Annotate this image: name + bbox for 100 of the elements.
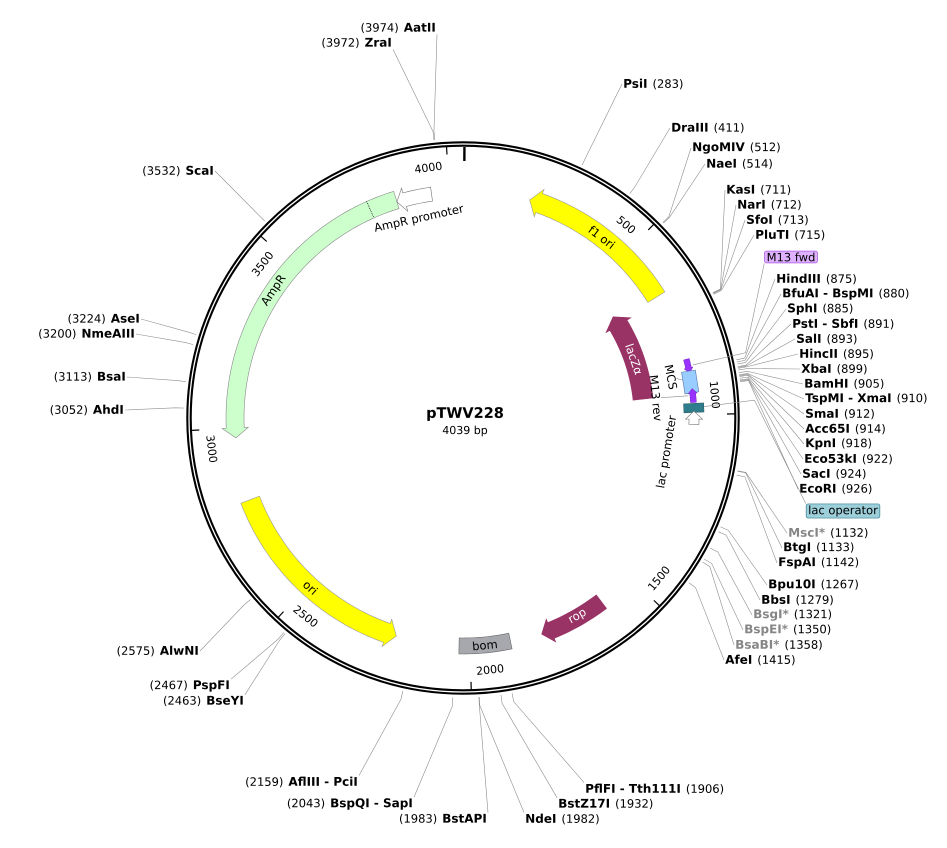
enzyme-label: PluTI (715) [756,230,824,240]
enzyme-label: (1983) BstAPI [400,814,486,824]
feature-label: lac operator [806,504,880,518]
leader-line [392,49,434,140]
enzyme-label: BsaBI* (1358) [736,640,822,650]
enzyme-label: XbaI (899) [801,364,867,374]
enzyme-label: NaeI (514) [707,158,772,170]
enzyme-label: BspEI* (1350) [745,624,830,636]
leader-line [738,338,796,368]
enzyme-label: KasI (711) [727,184,790,196]
leader-line [660,395,689,398]
enzyme-label: HincII (895) [800,348,873,360]
leader-line [736,278,776,360]
enzyme-label: PstI - SbfI (891) [793,318,894,330]
feature-box [681,370,700,394]
tick-label: 2000 [476,664,504,675]
leader-line [136,334,194,345]
tick-label: 500 [616,216,636,233]
enzyme-label: Eco53kI (922) [805,454,892,464]
enzyme-label: NarI (712) [738,200,801,210]
enzyme-label: PflFI - Tth111I (1906) [586,784,724,794]
sequence-length: 4039 bp [442,426,488,436]
enzyme-label: PsiI (283) [624,78,682,90]
enzyme-label: KpnI (918) [806,438,872,450]
leader-line [512,692,584,783]
leader-line [704,558,744,630]
leader-line [738,374,804,414]
leader-line [718,531,760,600]
leader-line [710,548,752,616]
enzyme-label: (3052) AhdI [50,404,123,416]
leader-line [740,380,798,490]
leader-line [712,204,736,294]
enzyme-label: BsgI* (1321) [754,609,832,621]
enzyme-label: (3113) BsaI [54,372,125,382]
leader-line [582,84,622,166]
leader-line [737,470,782,548]
enzyme-label: (2043) BspQI - SapI [288,798,412,810]
enzyme-label: (2575) AlwNI [118,646,198,656]
leader-line [712,220,746,294]
leader-line [676,378,683,380]
enzyme-label: HindIII (875) [777,274,856,284]
enzyme-label: (2463) BseYI [164,696,243,706]
enzyme-label: SphI (885) [788,303,852,315]
enzyme-label: DraIII (411) [672,122,744,134]
enzyme-label: AfeI (1415) [725,654,795,666]
leader-line [214,170,266,222]
enzyme-label: NgoMIV (512) [693,142,780,154]
enzyme-label: (3974) AatII [362,22,435,34]
leader-line [200,599,251,652]
leader-line [712,190,726,294]
enzyme-label: TspMI - XmaI (910) [805,393,927,405]
leader-line [434,34,438,140]
feature-box: bom [458,632,512,654]
leader-line [738,370,804,384]
enzyme-label: BstZ17I (1932) [559,798,652,810]
leader-line [737,324,792,367]
feature-label: M13 fwd [764,250,818,264]
enzyme-label: NdeI (1982) [526,814,599,824]
leader-line [414,697,454,798]
leader-line [500,694,558,798]
leader-line [124,408,184,410]
leader-line [230,632,284,680]
enzyme-label: Acc65I (914) [805,424,885,434]
enzyme-label: BfuAI - BspMI (880) [783,288,908,300]
enzyme-label: (3972) ZraI [322,38,391,48]
leader-line [704,400,806,504]
leader-line [663,164,706,224]
enzyme-label: EcoRI (926) [800,484,872,494]
tick-label: 1000 [710,382,720,408]
feature-label: MCS [664,364,678,390]
tick-label: 3000 [206,436,218,462]
enzyme-label: Bpu10I (1267) [769,579,858,591]
leader-line [479,696,524,813]
enzyme-label: (2467) PspFI [150,680,229,692]
leader-line [740,378,804,460]
leader-line [738,368,800,370]
enzyme-label: BtgI (1133) [784,542,854,554]
leader-line [738,373,804,400]
primer-shape [683,358,694,374]
leader-line [662,148,692,223]
primer-shape [688,388,698,403]
leader-line [737,470,788,534]
enzyme-label: (3224) AseI [68,314,139,324]
enzyme-label: SfoI (713) [747,214,808,226]
leader-line [720,526,768,586]
enzyme-label: (3200) NmeAIII [39,328,134,340]
feature-box [683,402,704,414]
enzyme-label: SacI (924) [803,468,866,480]
enzyme-label: SmaI (912) [806,408,874,420]
enzyme-label: BamHI (905) [805,378,884,390]
tick-label: 4000 [415,162,442,173]
enzyme-label: (3532) ScaI [143,166,213,176]
leader-line [478,696,488,813]
plasmid-name: pTWV228 [427,407,503,421]
leader-line [688,582,724,660]
leader-line [126,376,186,382]
enzyme-label: SalI (893) [797,334,856,344]
leader-line [244,633,286,695]
leader-line [739,376,804,444]
leader-line [736,474,778,564]
